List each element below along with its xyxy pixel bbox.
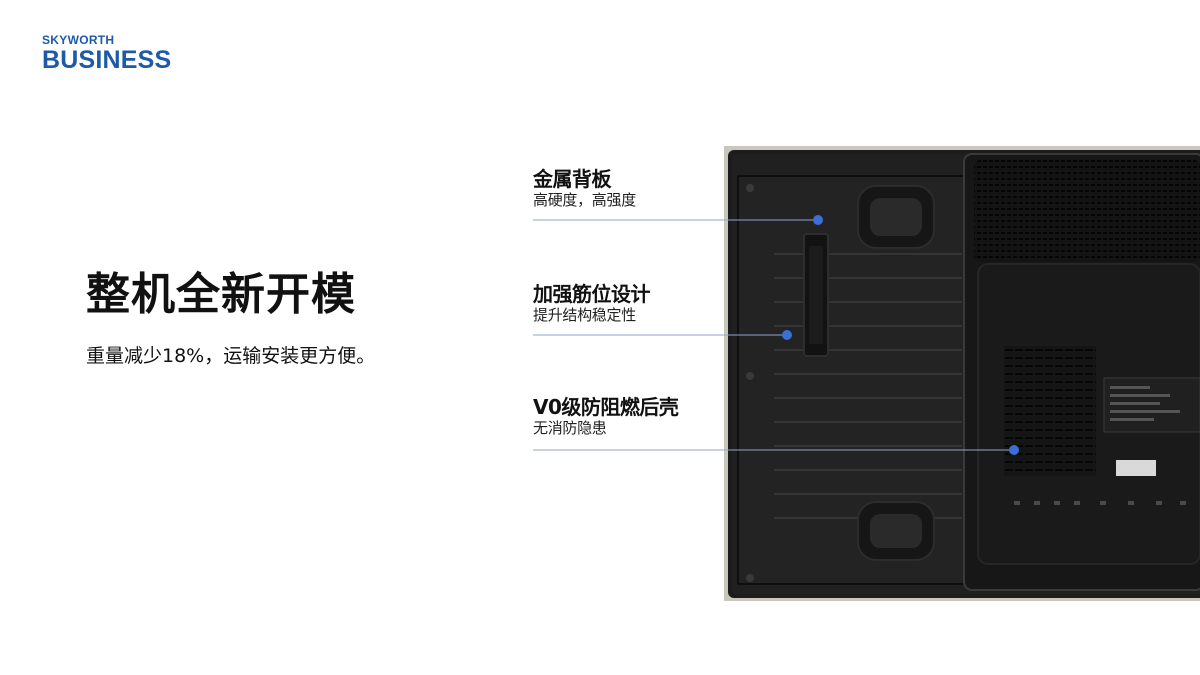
feature-title: 加强筋位设计 [533, 282, 651, 306]
feature-title: 金属背板 [533, 167, 611, 191]
page-subtitle: 重量减少18%，运输安装更方便。 [86, 345, 376, 367]
tv-back-illustration [728, 150, 1200, 598]
feature-desc: 提升结构稳定性 [533, 306, 636, 324]
feature-reinforcing-ribs: 加强筋位设计 提升结构稳定性 [533, 282, 651, 324]
feature-desc: 高硬度，高强度 [533, 191, 636, 209]
tv-back-panel-image [724, 146, 1200, 601]
page-title: 整机全新开模 [86, 269, 356, 320]
skyworth-business-logo: SKYWORTH BUSINESS [42, 34, 171, 73]
feature-desc: 无消防隐患 [533, 419, 607, 437]
feature-metal-backplate: 金属背板 高硬度，高强度 [533, 167, 636, 209]
feature-flame-retardant-shell: V0级防阻燃后壳 无消防隐患 [533, 395, 679, 437]
logo-skyworth-text: SKYWORTH [42, 33, 115, 47]
feature-title: V0级防阻燃后壳 [533, 395, 679, 419]
logo-business-text: BUSINESS [42, 46, 172, 74]
